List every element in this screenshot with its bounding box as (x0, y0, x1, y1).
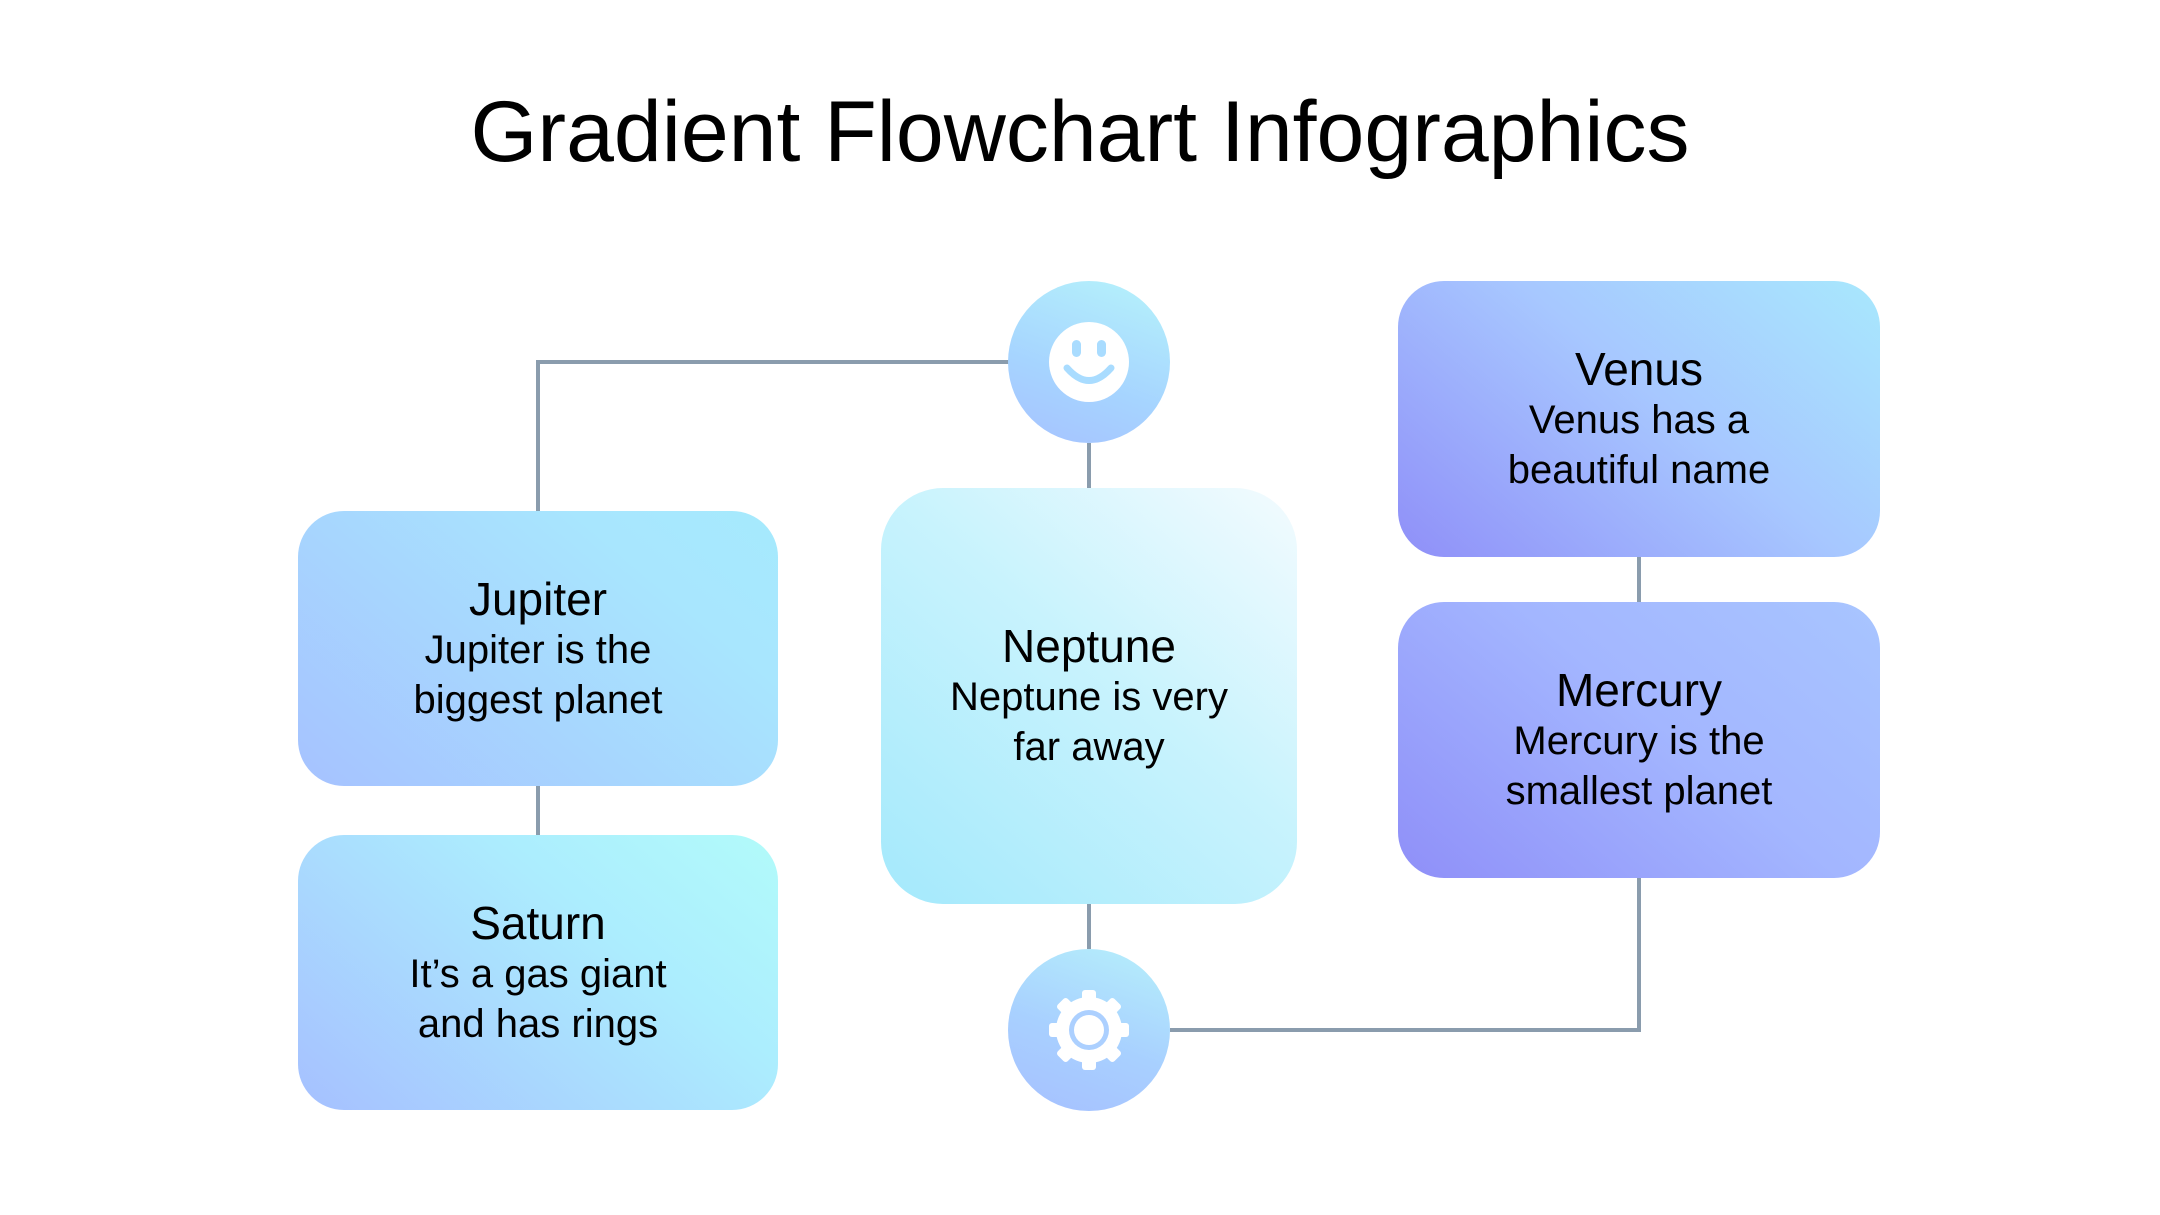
node-venus: Venus Venus has a beautiful name (1398, 281, 1880, 557)
smiley-face-icon (1049, 322, 1129, 402)
node-mercury: Mercury Mercury is the smallest planet (1398, 602, 1880, 878)
node-neptune: Neptune Neptune is very far away (881, 488, 1297, 904)
page-title: Gradient Flowchart Infographics (470, 84, 1690, 180)
node-venus-desc-line2: beautiful name (1507, 448, 1771, 492)
node-venus-name: Venus (1575, 343, 1703, 395)
node-neptune-name: Neptune (1002, 620, 1176, 672)
gear-icon (1049, 990, 1129, 1070)
node-jupiter-desc-line2: biggest planet (413, 677, 663, 722)
node-saturn: Saturn It’s a gas giant and has rings (298, 835, 778, 1110)
node-saturn-name: Saturn (470, 896, 606, 949)
node-jupiter-name: Jupiter (468, 572, 608, 625)
node-neptune-desc-line1: Neptune is very (950, 675, 1228, 719)
node-saturn-desc-line2: and has rings (417, 1001, 659, 1046)
node-mercury-name: Mercury (1555, 664, 1723, 716)
node-jupiter-desc-line1: Jupiter is the (424, 627, 652, 672)
circle-node-top (1008, 281, 1170, 443)
connector-mercury-to-bottom (1170, 878, 1641, 1032)
connector-top-to-jupiter (536, 360, 1089, 511)
node-mercury-desc-line2: smallest planet (1505, 769, 1773, 813)
node-jupiter: Jupiter Jupiter is the biggest planet (298, 511, 778, 786)
circle-node-bottom (1008, 949, 1170, 1111)
node-mercury-desc-line1: Mercury is the (1513, 719, 1765, 763)
node-venus-desc-line1: Venus has a (1528, 398, 1750, 442)
node-neptune-desc-line2: far away (1013, 725, 1165, 769)
node-saturn-desc-line1: It’s a gas giant (409, 951, 667, 996)
